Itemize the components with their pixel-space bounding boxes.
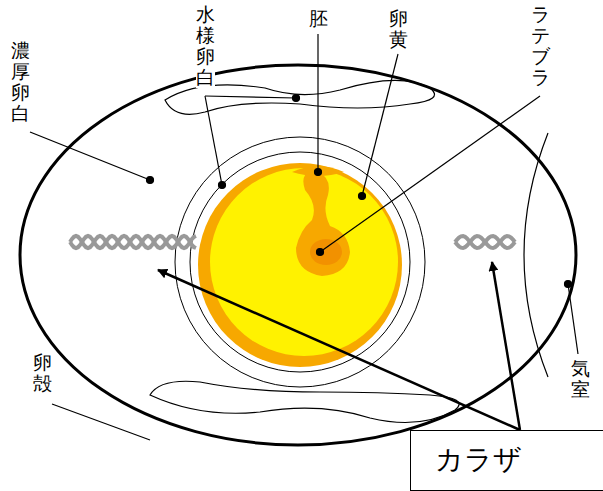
air-cell-line xyxy=(524,133,548,377)
latebra-core xyxy=(310,239,342,265)
thin-albumen-bottom xyxy=(150,381,459,422)
callout-box: カラザ xyxy=(410,430,603,491)
yolk-label: 卵黄 xyxy=(389,8,408,50)
chalaza xyxy=(70,236,515,248)
chalaza-strand xyxy=(70,236,196,248)
yolk xyxy=(210,168,398,356)
chalaza-strand xyxy=(455,236,515,248)
yolk-outer xyxy=(198,163,402,367)
chalaza-strand xyxy=(70,236,196,248)
callout-text: カラザ xyxy=(411,431,603,479)
thick-albumen-label: 濃厚卵白 xyxy=(11,40,30,124)
leader-arrow xyxy=(158,270,520,430)
latebra-label: ラテブラ xyxy=(531,4,550,88)
thin-albumen-label: 水様卵白 xyxy=(196,4,215,88)
chalaza-strand xyxy=(455,236,515,248)
vitelline-ring xyxy=(190,152,410,372)
shell-label: 卵殻 xyxy=(33,352,52,394)
embryo-label: 胚 xyxy=(309,8,328,29)
air-cell-label: 気室 xyxy=(571,358,590,400)
leader-arrow xyxy=(492,262,520,430)
thin-albumen-ring xyxy=(175,137,425,387)
egg-shell xyxy=(20,65,576,445)
latebra xyxy=(296,172,350,276)
